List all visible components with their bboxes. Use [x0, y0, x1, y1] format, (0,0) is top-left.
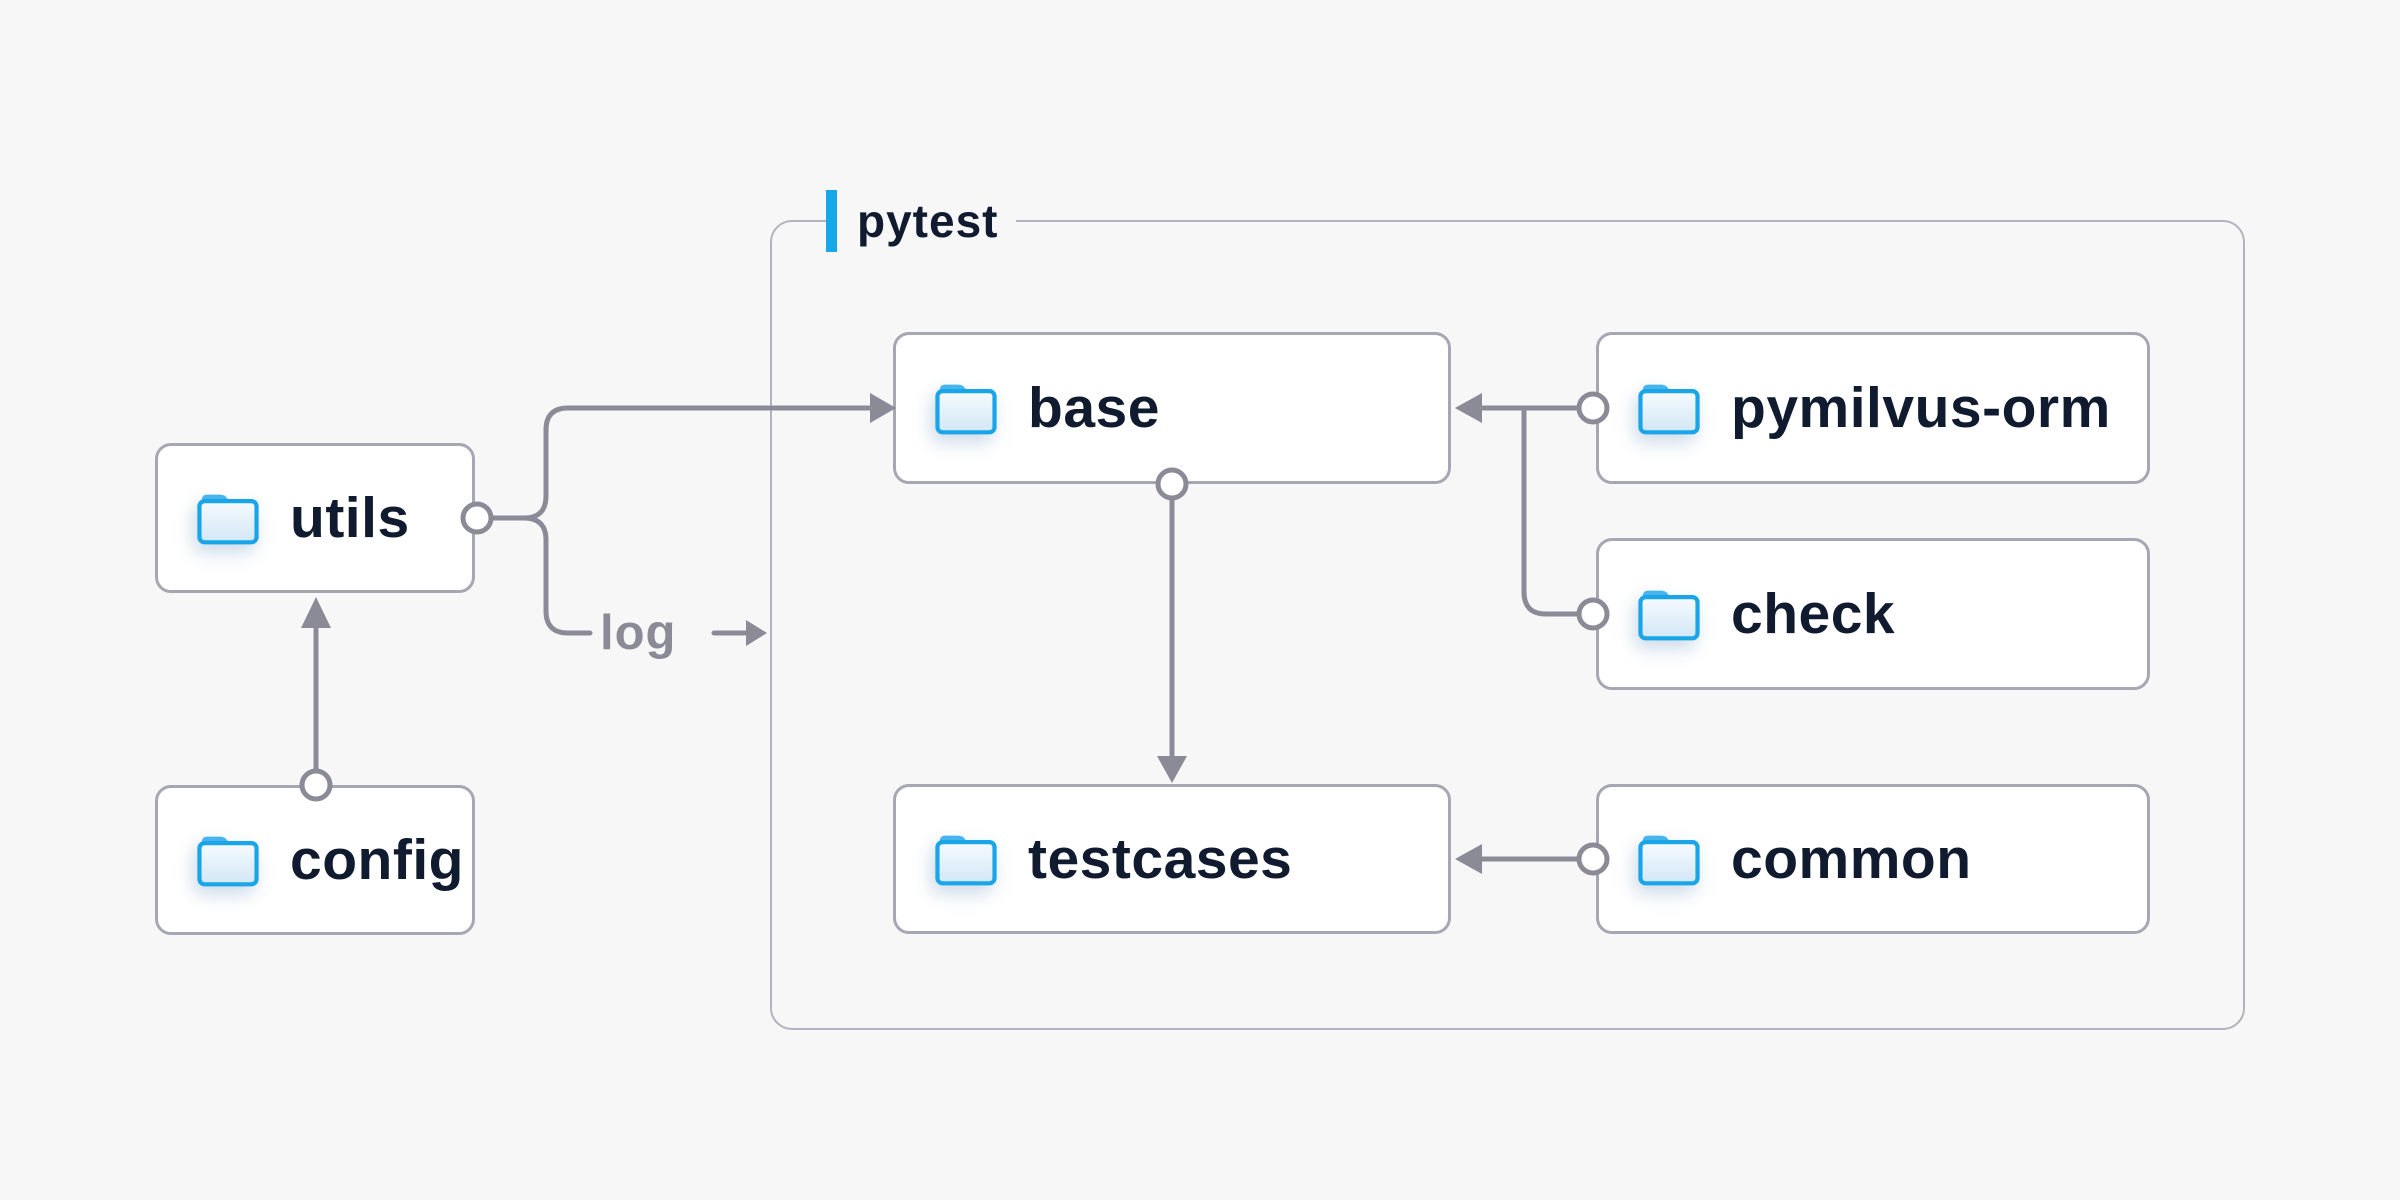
accent-bar-icon [826, 190, 837, 252]
edge-config-utils [301, 597, 331, 773]
folder-icon [194, 489, 262, 547]
group-pytest-label: pytest [826, 189, 1017, 253]
folder-icon [932, 379, 1000, 437]
node-base-label: base [1028, 376, 1160, 440]
node-common-label: common [1731, 827, 1972, 891]
folder-icon [1635, 585, 1703, 643]
folder-icon [194, 831, 262, 889]
node-pymilvus-orm: pymilvus-orm [1596, 332, 2150, 484]
node-common: common [1596, 784, 2150, 934]
folder-icon [1635, 830, 1703, 888]
node-utils-label: utils [290, 486, 410, 550]
node-check: check [1596, 538, 2150, 690]
node-base: base [893, 332, 1451, 484]
group-pytest: pytest [770, 189, 2245, 1030]
node-testcases: testcases [893, 784, 1451, 934]
edge-label-log: log [600, 606, 677, 660]
group-title: pytest [857, 195, 999, 247]
node-testcases-label: testcases [1028, 827, 1293, 891]
node-pymilvus-orm-label: pymilvus-orm [1731, 376, 2111, 440]
node-check-label: check [1731, 582, 1896, 646]
folder-icon [932, 830, 1000, 888]
folder-icon [1635, 379, 1703, 437]
node-config-label: config [290, 828, 464, 892]
node-config: config [155, 785, 475, 935]
node-utils: utils [155, 443, 475, 593]
